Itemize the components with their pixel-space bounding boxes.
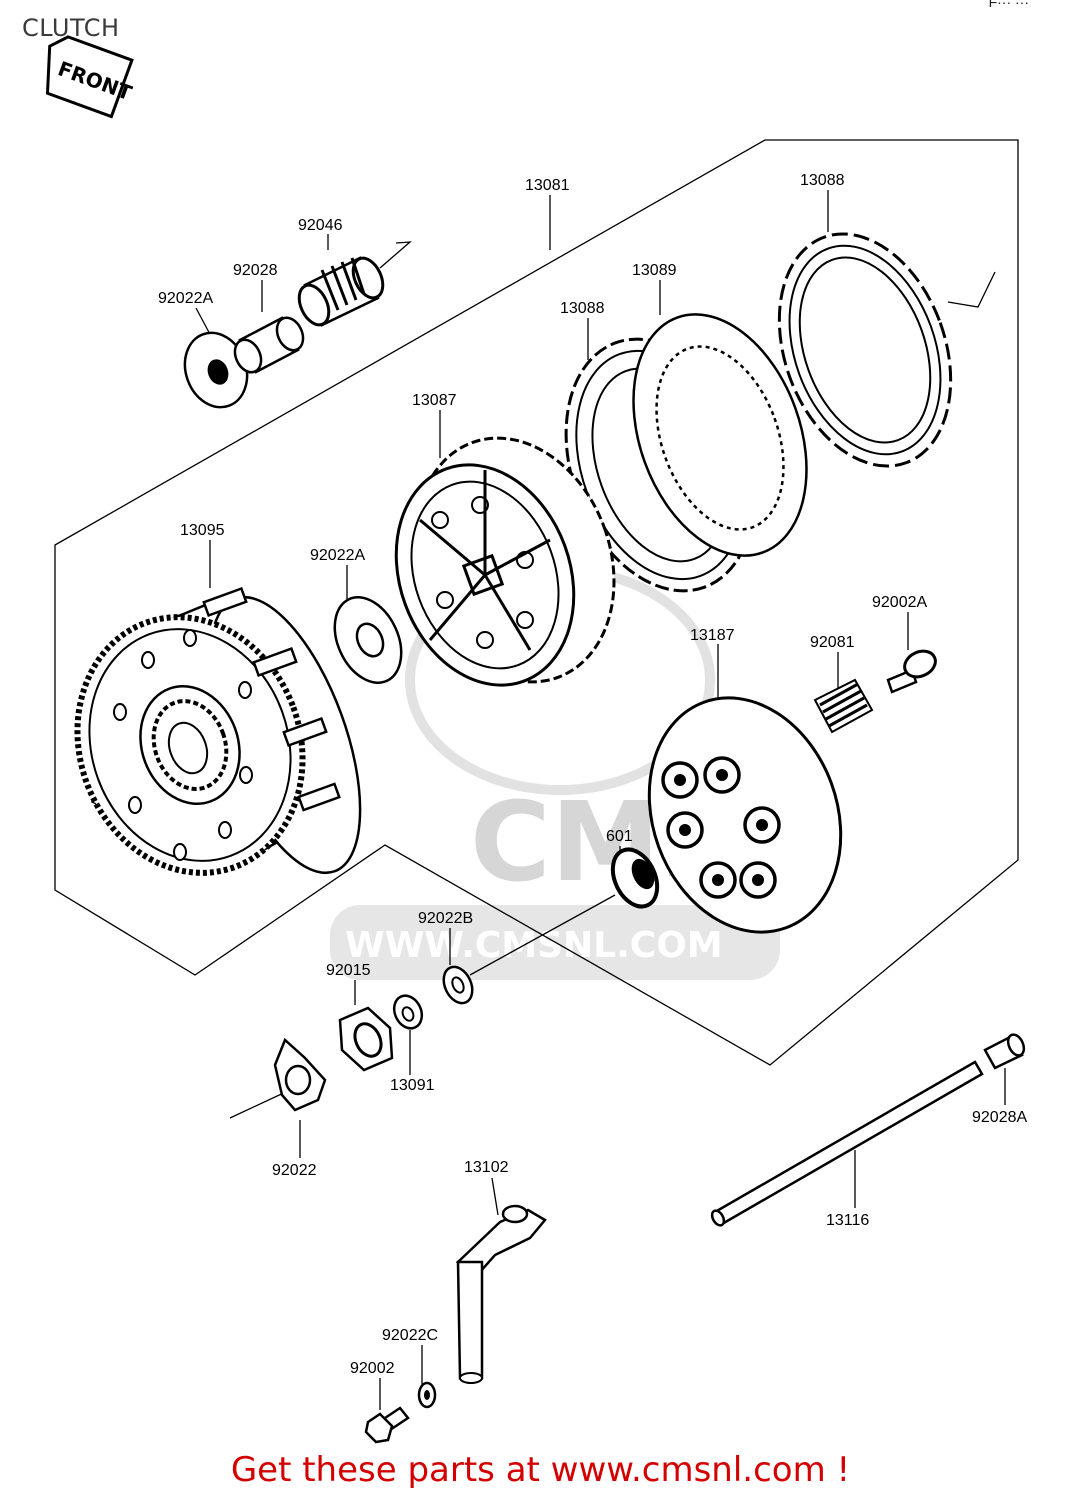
label-92081: 92081 [810, 634, 855, 651]
washer-92022b [442, 965, 474, 1005]
label-92028a: 92028A [972, 1109, 1027, 1126]
spring-92081 [813, 678, 874, 734]
bearing-601 [610, 847, 660, 909]
footer-link[interactable]: Get these parts at www.cmsnl.com ! [230, 1450, 851, 1490]
label-601: 601 [606, 828, 633, 845]
label-92002a: 92002A [872, 594, 927, 611]
needle-bearing-92046 [297, 256, 385, 327]
label-13081: 13081 [525, 177, 570, 194]
clutch-housing-13095 [74, 586, 362, 876]
washer-92022c [417, 1381, 437, 1409]
label-92015: 92015 [326, 962, 371, 979]
steel-plate-13089 [632, 313, 808, 557]
nut-92015 [338, 1006, 394, 1072]
label-92002: 92002 [350, 1360, 395, 1377]
clutch-hub-13087 [394, 436, 616, 687]
label-13088-top: 13088 [800, 172, 845, 189]
watermark: CMS WWW.CMSNL.COM [330, 565, 780, 980]
label-13087: 13087 [412, 392, 457, 409]
part-labels: 13081 13088 13089 13088 92046 92028 9202… [158, 172, 1027, 1377]
lock-washer-92022 [273, 1037, 327, 1112]
label-13116: 13116 [826, 1212, 869, 1229]
label-13095: 13095 [180, 522, 225, 539]
collar-92028 [233, 316, 305, 374]
front-badge: FRONT [45, 35, 135, 119]
bolt-92002 [364, 1406, 410, 1444]
label-13102: 13102 [464, 1159, 509, 1176]
label-13088-left: 13088 [560, 300, 605, 317]
release-lever-13102 [455, 1204, 547, 1384]
pressure-plate-13187 [647, 696, 843, 934]
friction-plate-13088-top [777, 232, 953, 468]
collar-92028a [983, 1033, 1026, 1070]
corner-mark: F··· ··· [988, 0, 1029, 10]
assembly-frame [54, 139, 1019, 1066]
label-13187: 13187 [690, 627, 735, 644]
label-92046: 92046 [298, 217, 343, 234]
collar-13091 [392, 994, 424, 1030]
watermark-url: WWW.CMSNL.COM [345, 925, 723, 966]
label-92022a-mid: 92022A [310, 547, 365, 564]
push-rod-13116 [710, 1060, 984, 1227]
bolt-92002a [886, 649, 937, 694]
label-13091: 13091 [390, 1077, 435, 1094]
label-92022: 92022 [272, 1162, 317, 1179]
label-92022b: 92022B [418, 910, 473, 927]
label-92028: 92028 [233, 262, 278, 279]
label-13089: 13089 [632, 262, 677, 279]
label-92022a-top: 92022A [158, 290, 213, 307]
washer-92022a-mid [333, 596, 403, 684]
label-92022c: 92022C [382, 1327, 438, 1344]
